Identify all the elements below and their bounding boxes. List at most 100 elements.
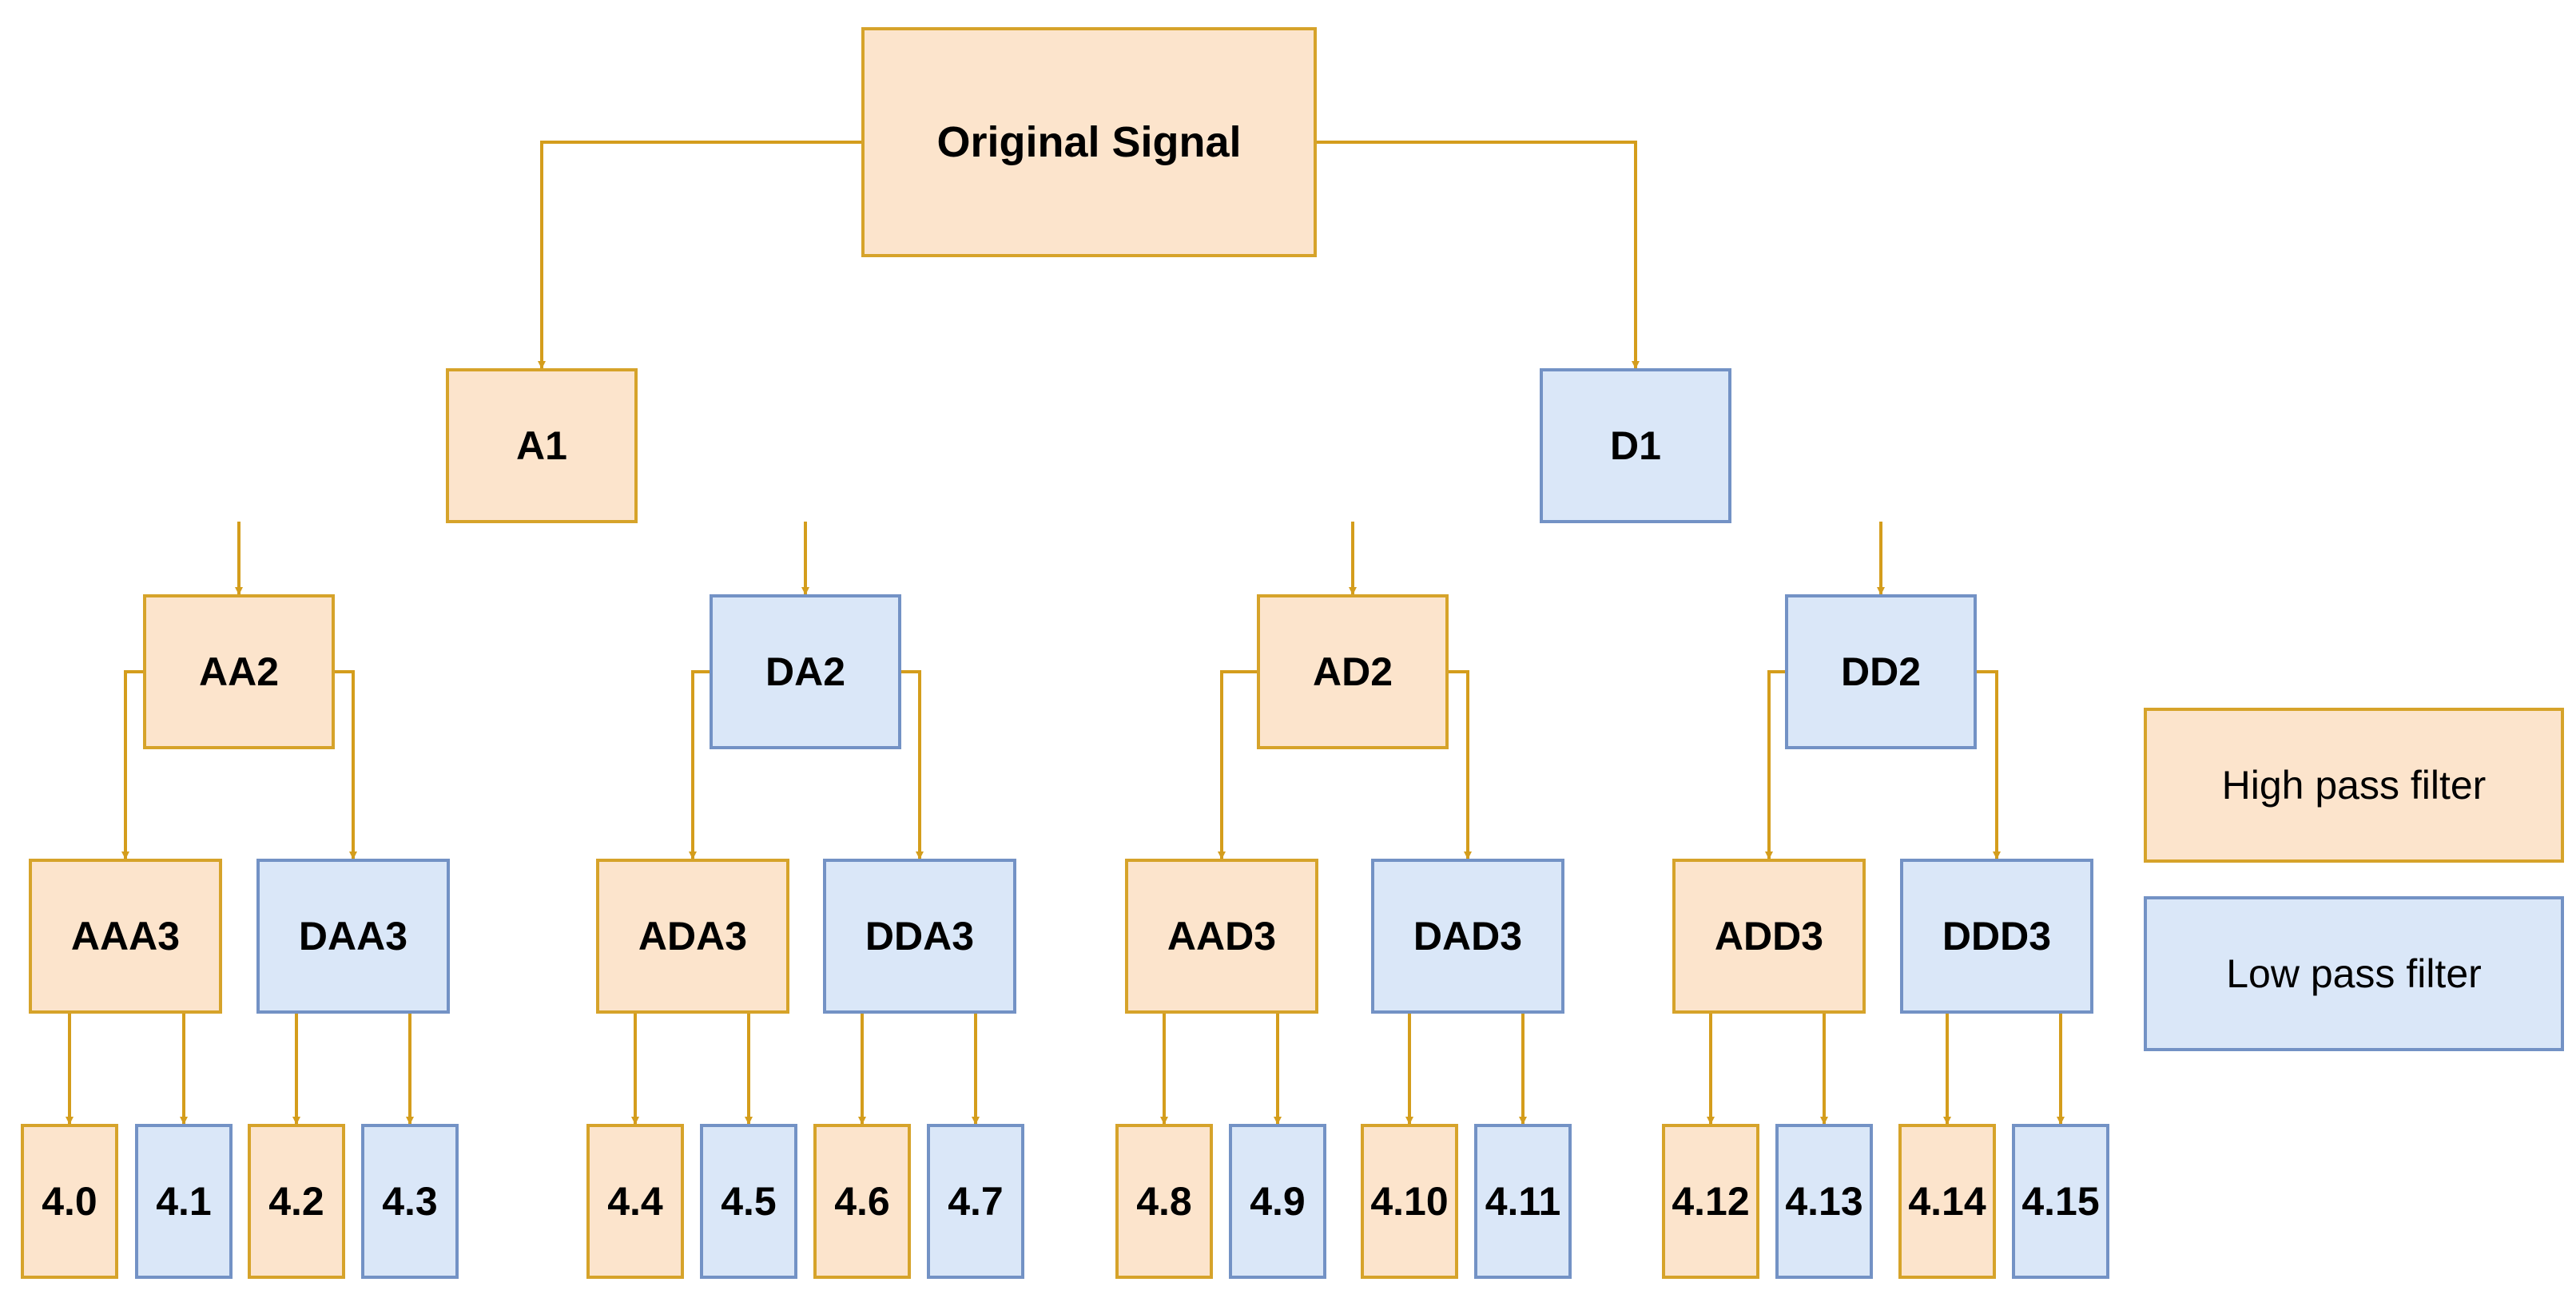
node-dda3: DDA3	[823, 859, 1016, 1014]
node-box	[21, 1124, 118, 1279]
node-box	[1474, 1124, 1572, 1279]
node-box	[1361, 1124, 1458, 1279]
node-label: 4.7	[948, 1179, 1004, 1224]
edge-da2-to-ada3	[689, 670, 711, 859]
node-label: D1	[1610, 423, 1661, 468]
node-box	[700, 1124, 797, 1279]
node-box	[143, 594, 335, 749]
node-box	[1785, 594, 1977, 749]
node-box	[1229, 1124, 1326, 1279]
node-aa2: AA2	[143, 594, 335, 749]
node-aaa3: AAA3	[29, 859, 222, 1014]
node-label: 4.15	[2021, 1179, 2099, 1224]
node-label: DAA3	[299, 914, 407, 959]
node-ddd3: DDD3	[1900, 859, 2093, 1014]
node-box	[1900, 859, 2093, 1014]
node-label: DDA3	[865, 914, 974, 959]
legend-item-high: High pass filter	[2144, 708, 2564, 863]
node-l0: 4.0	[21, 1124, 118, 1279]
node-label: 4.9	[1250, 1179, 1306, 1224]
node-box	[710, 594, 901, 749]
node-box	[1125, 859, 1318, 1014]
edge-root-to-a1	[538, 141, 863, 369]
node-box	[596, 859, 789, 1014]
node-daa3: DAA3	[256, 859, 450, 1014]
node-label: 4.2	[268, 1179, 324, 1224]
node-label: AD2	[1313, 649, 1393, 694]
node-l2: 4.2	[248, 1124, 345, 1279]
node-label: A1	[516, 423, 567, 468]
node-label: Original Signal	[936, 118, 1241, 166]
edge-ad2-to-dad3	[1447, 670, 1472, 859]
node-dd2: DD2	[1785, 594, 1977, 749]
node-label: 4.3	[382, 1179, 438, 1224]
edge-root-to-d1	[1315, 141, 1640, 369]
node-label: AA2	[199, 649, 279, 694]
node-box	[1662, 1124, 1759, 1279]
node-l4: 4.4	[586, 1124, 684, 1279]
node-l1: 4.1	[135, 1124, 233, 1279]
node-label: 4.13	[1785, 1179, 1862, 1224]
node-label: 4.5	[721, 1179, 777, 1224]
legend-swatch	[2144, 896, 2564, 1051]
legend-swatch	[2144, 708, 2564, 863]
edge-dd2-to-add3	[1765, 670, 1787, 859]
legend-label: High pass filter	[2222, 763, 2487, 808]
node-a1: A1	[446, 368, 638, 523]
node-label: 4.14	[1908, 1179, 1986, 1224]
node-da2: DA2	[710, 594, 901, 749]
legend-label: Low pass filter	[2226, 951, 2482, 996]
node-box	[446, 368, 638, 523]
node-add3: ADD3	[1672, 859, 1866, 1014]
edge-dd2-to-ddd3	[1975, 670, 2001, 859]
edge-ad2-to-aad3	[1218, 670, 1258, 859]
node-box	[248, 1124, 345, 1279]
node-l15: 4.15	[2012, 1124, 2109, 1279]
node-l11: 4.11	[1474, 1124, 1572, 1279]
node-l3: 4.3	[361, 1124, 459, 1279]
node-box	[1775, 1124, 1873, 1279]
node-l13: 4.13	[1775, 1124, 1873, 1279]
node-box	[586, 1124, 684, 1279]
legend-item-low: Low pass filter	[2144, 896, 2564, 1051]
node-box	[256, 859, 450, 1014]
node-box	[2012, 1124, 2109, 1279]
edge-aa2-to-daa3	[333, 670, 357, 859]
node-box	[823, 859, 1016, 1014]
node-label: 4.10	[1370, 1179, 1448, 1224]
node-box	[1115, 1124, 1213, 1279]
node-label: 4.6	[834, 1179, 890, 1224]
node-box	[361, 1124, 459, 1279]
node-l9: 4.9	[1229, 1124, 1326, 1279]
node-box	[927, 1124, 1024, 1279]
node-label: DA2	[765, 649, 845, 694]
node-l14: 4.14	[1898, 1124, 1996, 1279]
node-label: ADA3	[638, 914, 747, 959]
node-dad3: DAD3	[1371, 859, 1564, 1014]
node-l7: 4.7	[927, 1124, 1024, 1279]
node-box	[861, 27, 1317, 257]
node-ada3: ADA3	[596, 859, 789, 1014]
node-label: 4.4	[607, 1179, 663, 1224]
node-label: DAD3	[1413, 914, 1522, 959]
node-root: Original Signal	[861, 27, 1317, 257]
node-d1: D1	[1540, 368, 1731, 523]
node-label: AAA3	[71, 914, 180, 959]
node-l5: 4.5	[700, 1124, 797, 1279]
node-label: 4.11	[1485, 1179, 1561, 1224]
node-label: 4.0	[42, 1179, 97, 1224]
node-l6: 4.6	[813, 1124, 911, 1279]
node-box	[813, 1124, 911, 1279]
node-label: DDD3	[1942, 914, 2051, 959]
node-label: 4.8	[1136, 1179, 1192, 1224]
node-box	[1898, 1124, 1996, 1279]
node-box	[1257, 594, 1449, 749]
node-l8: 4.8	[1115, 1124, 1213, 1279]
node-label: 4.12	[1672, 1179, 1749, 1224]
node-label: 4.1	[156, 1179, 212, 1224]
node-l10: 4.10	[1361, 1124, 1458, 1279]
node-l12: 4.12	[1662, 1124, 1759, 1279]
node-box	[135, 1124, 233, 1279]
